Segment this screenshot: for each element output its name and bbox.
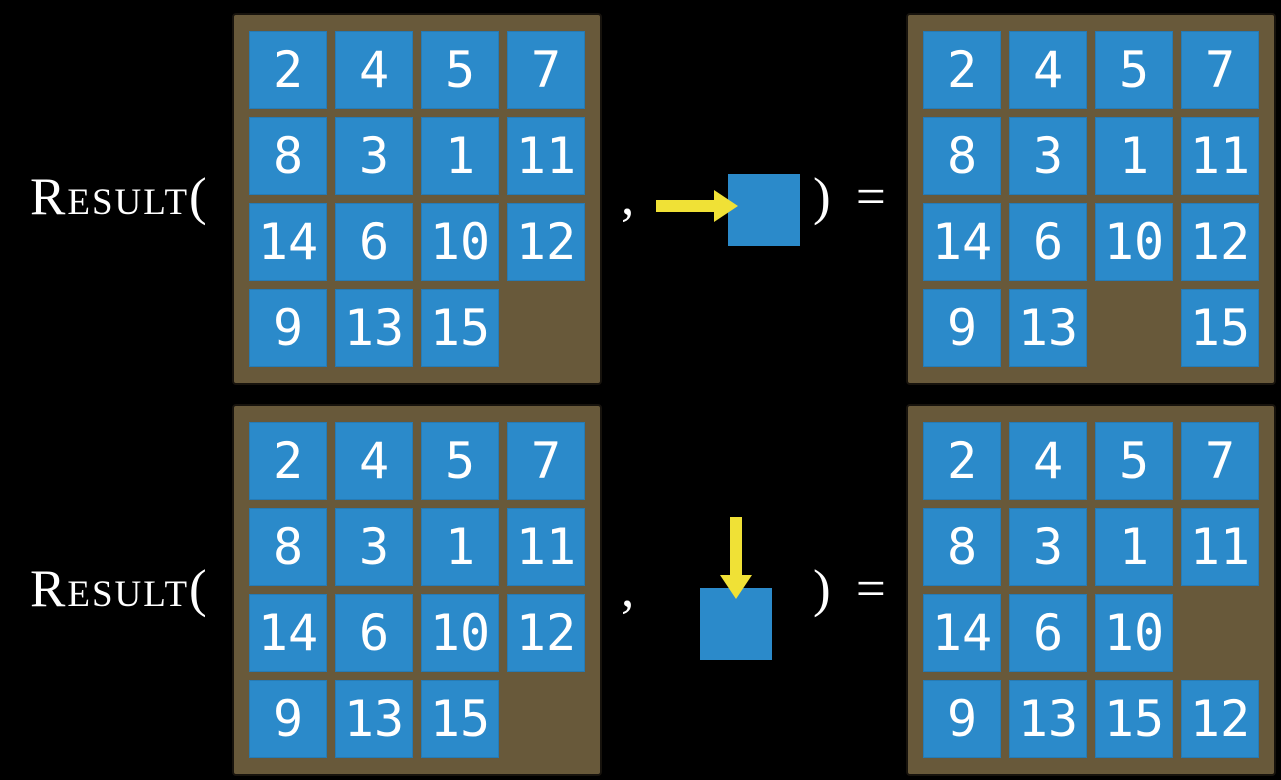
tile-9: 9: [249, 680, 327, 758]
tile-14: 14: [249, 594, 327, 672]
tile-13: 13: [335, 289, 413, 367]
tile-11: 11: [507, 117, 585, 195]
tile-7: 7: [507, 31, 585, 109]
tile-8: 8: [249, 117, 327, 195]
tile-5: 5: [1095, 31, 1173, 109]
tile-15: 15: [421, 289, 499, 367]
tile-5: 5: [421, 31, 499, 109]
blank-cell: [1181, 594, 1259, 672]
tile-2: 2: [249, 422, 327, 500]
comma-separator: ,: [621, 168, 635, 226]
action-tile-down-move: [700, 588, 772, 660]
tile-1: 1: [421, 508, 499, 586]
tile-1: 1: [421, 117, 499, 195]
comma-separator: ,: [621, 560, 635, 618]
tile-10: 10: [1095, 594, 1173, 672]
tile-7: 7: [1181, 422, 1259, 500]
tile-13: 13: [1009, 289, 1087, 367]
tile-12: 12: [1181, 203, 1259, 281]
tile-12: 12: [507, 203, 585, 281]
tile-11: 11: [507, 508, 585, 586]
tile-4: 4: [335, 422, 413, 500]
tile-9: 9: [923, 680, 1001, 758]
tile-2: 2: [923, 31, 1001, 109]
tile-1: 1: [1095, 508, 1173, 586]
tile-2: 2: [249, 31, 327, 109]
close-paren-equals: ) =: [813, 560, 892, 618]
tile-11: 11: [1181, 508, 1259, 586]
tile-5: 5: [1095, 422, 1173, 500]
action-tile-right-move: [728, 174, 800, 246]
tile-15: 15: [1095, 680, 1173, 758]
result-function-label: Result(: [30, 560, 209, 618]
tile-14: 14: [249, 203, 327, 281]
tile-1: 1: [1095, 117, 1173, 195]
tile-6: 6: [1009, 203, 1087, 281]
tile-13: 13: [335, 680, 413, 758]
tile-4: 4: [1009, 422, 1087, 500]
blank-cell: [507, 680, 585, 758]
tile-13: 13: [1009, 680, 1087, 758]
tile-12: 12: [507, 594, 585, 672]
tile-8: 8: [249, 508, 327, 586]
tile-3: 3: [335, 117, 413, 195]
tile-7: 7: [1181, 31, 1259, 109]
tile-3: 3: [335, 508, 413, 586]
tile-9: 9: [923, 289, 1001, 367]
tile-3: 3: [1009, 117, 1087, 195]
arrow-right-icon: [656, 190, 738, 222]
blank-cell: [1095, 289, 1173, 367]
tile-5: 5: [421, 422, 499, 500]
tile-9: 9: [249, 289, 327, 367]
tile-14: 14: [923, 594, 1001, 672]
tile-8: 8: [923, 117, 1001, 195]
tile-3: 3: [1009, 508, 1087, 586]
tile-6: 6: [335, 594, 413, 672]
tile-11: 11: [1181, 117, 1259, 195]
tile-8: 8: [923, 508, 1001, 586]
tile-6: 6: [335, 203, 413, 281]
tile-15: 15: [1181, 289, 1259, 367]
tile-10: 10: [421, 203, 499, 281]
tile-7: 7: [507, 422, 585, 500]
tile-6: 6: [1009, 594, 1087, 672]
blank-cell: [507, 289, 585, 367]
close-paren-equals: ) =: [813, 168, 892, 226]
tile-15: 15: [421, 680, 499, 758]
tile-10: 10: [1095, 203, 1173, 281]
tile-4: 4: [335, 31, 413, 109]
tile-2: 2: [923, 422, 1001, 500]
arrow-down-icon: [720, 517, 752, 599]
result-function-label: Result(: [30, 168, 209, 226]
tile-14: 14: [923, 203, 1001, 281]
tile-12: 12: [1181, 680, 1259, 758]
tile-10: 10: [421, 594, 499, 672]
tile-4: 4: [1009, 31, 1087, 109]
